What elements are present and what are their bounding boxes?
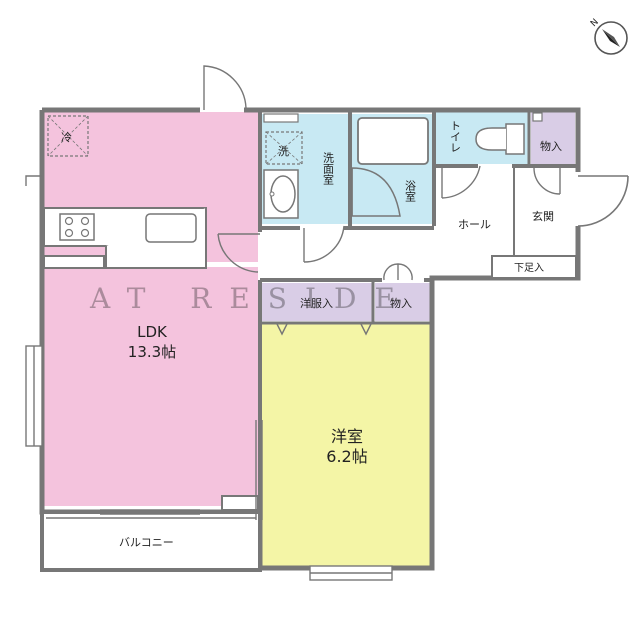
toilet-icon: [475, 123, 525, 155]
watermark: AT RESIDE: [89, 282, 413, 315]
doors: [25, 65, 629, 581]
wardrobe-floor: [262, 283, 372, 321]
shoe-storage-box: [491, 255, 577, 279]
entrance-label: 玄関: [532, 209, 554, 223]
balcony-label: バルコニー: [119, 536, 174, 549]
ldk-hall-door: [217, 233, 260, 273]
wardrobe-label: 洋服入: [300, 296, 333, 310]
kitchen-sink-icon: [145, 213, 197, 243]
washer-label: 洗: [278, 145, 289, 158]
closet-top-door: [533, 167, 561, 195]
wardrobe-door-marks: [275, 321, 373, 336]
ldk-notch: [221, 495, 259, 511]
balcony-slider: [100, 509, 200, 515]
walls: [39, 107, 581, 572]
ldk-top-door: [203, 65, 247, 110]
washer-icon: [265, 131, 303, 165]
entrance-door: [577, 175, 629, 227]
vent-mark-2: [532, 112, 543, 122]
bedroom-floor: [262, 324, 430, 566]
fridge-icon: [47, 115, 89, 157]
compass-label: N: [589, 17, 601, 29]
kitchen-cabinet: [43, 255, 105, 269]
bedroom-name: 洋室: [331, 427, 363, 446]
bath-label: 浴室: [404, 180, 417, 202]
room-fills: [44, 110, 575, 566]
fixtures: [47, 112, 543, 243]
toilet-door: [441, 165, 481, 199]
hall-label: ホール: [458, 218, 491, 231]
toilet-label: トイレ: [449, 120, 462, 153]
bath-door-icon: [351, 167, 401, 217]
bedroom-size: 6.2帖: [326, 447, 367, 466]
stove-icon: [59, 213, 95, 241]
shoe-storage-label: 下足入: [514, 262, 544, 274]
ldk-size: 13.3帖: [128, 343, 176, 361]
closet-mid-label: 物入: [390, 296, 412, 310]
bathtub-icon: [357, 117, 429, 165]
balcony-outline: [40, 510, 262, 572]
ldk-side-door: [25, 175, 42, 186]
vent-mark: [263, 113, 299, 123]
compass-icon: [594, 21, 628, 55]
washroom-door: [303, 225, 345, 263]
closet-mid-floor: [375, 283, 430, 321]
bedroom-side-slider: [255, 420, 263, 520]
closet-top-label: 物入: [540, 139, 562, 153]
fridge-label: 冷: [61, 131, 72, 144]
outer-wall: [39, 107, 581, 571]
washroom-label: 洗面室: [322, 152, 335, 185]
ldk-name: LDK: [137, 323, 168, 341]
washbasin-icon: [263, 169, 299, 219]
closet-mid-door: [383, 263, 413, 281]
